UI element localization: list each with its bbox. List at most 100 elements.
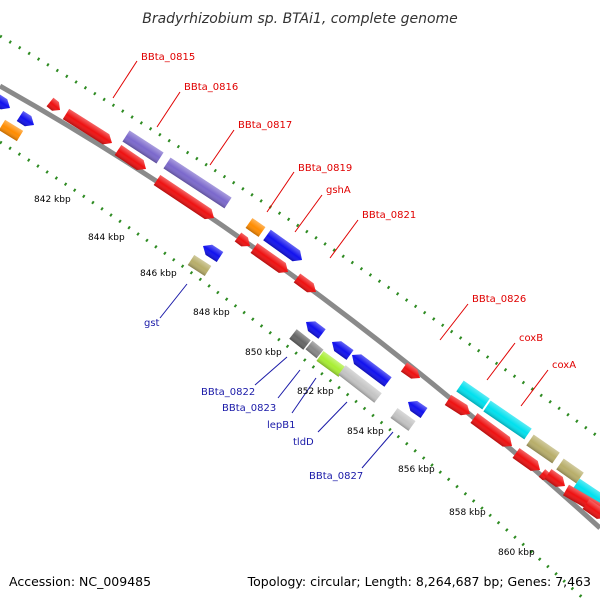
gene-block-shading — [526, 434, 560, 464]
gene-block-shading — [0, 119, 24, 142]
gene-block-bbta-0827-shading — [390, 408, 416, 431]
gene-block-gsha[interactable] — [263, 229, 306, 266]
kbp-tick-labels: 842 kbp 844 kbp 846 kbp 848 kbp 850 kbp … — [34, 195, 535, 558]
gene-block[interactable] — [234, 232, 254, 251]
gene-features — [0, 92, 600, 523]
gene-block-shading — [114, 145, 146, 171]
gene-label-bbta-0817[interactable]: BBta_0817 — [238, 120, 292, 131]
outer-dotted-ruler — [0, 34, 600, 440]
gene-block-tldd[interactable] — [338, 365, 382, 403]
gene-block-shading — [572, 478, 600, 510]
gene-label-coxa[interactable]: coxA — [552, 360, 576, 371]
tick-label-850: 850 kbp — [245, 348, 282, 358]
gene-block[interactable] — [0, 92, 13, 113]
gene-block-shading — [250, 243, 288, 273]
gene-block[interactable] — [302, 317, 326, 339]
gene-label-bbta-0821[interactable]: BBta_0821 — [362, 210, 416, 221]
gene-block-shading — [203, 244, 224, 263]
gene-block-shading — [46, 97, 60, 111]
gene-block-shading — [544, 469, 566, 487]
gene-block-bbta-0822-shading — [289, 329, 311, 350]
gene-block-bbta-0826-shading — [456, 380, 490, 410]
gene-block-shading — [0, 92, 11, 110]
gene-block-shading — [332, 341, 354, 360]
gene-block-coxa[interactable] — [556, 458, 584, 484]
gene-block-bbta-0823[interactable] — [305, 340, 324, 359]
gene-block-lepb1-shading — [316, 351, 346, 377]
gene-label-bbta-0826[interactable]: BBta_0826 — [472, 294, 526, 305]
gene-block-bbta-0821[interactable] — [293, 273, 320, 297]
gene-block-shading — [400, 362, 421, 379]
gene-block-shading — [444, 394, 470, 416]
gene-block-bbta-0816[interactable] — [122, 130, 164, 164]
map-title: Bradyrhizobium sp. BTAi1, complete genom… — [142, 11, 458, 27]
gene-label-bbta-0819[interactable]: BBta_0819 — [298, 163, 352, 174]
gene-block[interactable] — [405, 397, 428, 418]
gene-block-coxb[interactable] — [483, 400, 532, 440]
tick-label-846: 846 kbp — [140, 269, 177, 279]
genome-summary-text: Topology: circular; Length: 8,264,687 bp… — [247, 574, 591, 589]
gene-block[interactable] — [153, 175, 218, 223]
gene-label-bbta-0815[interactable]: BBta_0815 — [141, 52, 195, 63]
gene-block[interactable] — [400, 362, 423, 382]
gene-block[interactable] — [348, 350, 392, 387]
gene-label-gst[interactable]: gst — [144, 318, 160, 329]
gene-block[interactable] — [250, 243, 292, 277]
gene-label-bbta-0827[interactable]: BBta_0827 — [309, 471, 363, 482]
label-leader-lines — [112, 60, 549, 469]
gene-label-bbta-0823[interactable]: BBta_0823 — [222, 403, 276, 414]
gene-block-gst-shading — [187, 254, 212, 277]
tick-label-844: 844 kbp — [88, 233, 125, 243]
gene-block-shading — [352, 354, 392, 387]
gene-block-bbta-0817[interactable] — [163, 157, 232, 209]
gene-block-coxb-shading — [483, 400, 532, 440]
gene-block[interactable] — [444, 394, 473, 419]
gene-block[interactable] — [544, 469, 569, 491]
gene-label-bbta-0816[interactable]: BBta_0816 — [184, 82, 238, 93]
accession-text: Accession: NC_009485 — [9, 574, 151, 589]
gene-block-bbta-0819[interactable] — [245, 218, 266, 237]
tick-label-842: 842 kbp — [34, 195, 71, 205]
gene-block[interactable] — [16, 110, 37, 130]
tick-label-852: 852 kbp — [297, 387, 334, 397]
tick-label-848: 848 kbp — [193, 308, 230, 318]
reverse-gene-labels: gst BBta_0822 BBta_0823 lepB1 tldD BBta_… — [144, 318, 363, 482]
gene-label-tldd[interactable]: tldD — [293, 437, 314, 448]
inner-dotted-ruler — [0, 140, 587, 600]
gene-block[interactable] — [114, 145, 150, 174]
gene-block-bbta-0823-shading — [305, 340, 324, 359]
gene-block[interactable] — [582, 499, 600, 523]
gene-block-gst[interactable] — [187, 254, 212, 277]
gene-block-bbta-0816-shading — [122, 130, 164, 164]
gene-block-bbta-0819-shading — [245, 218, 266, 237]
tick-label-860: 860 kbp — [498, 548, 535, 558]
gene-block-bbta-0822[interactable] — [289, 329, 311, 350]
gene-block-bbta-0826[interactable] — [456, 380, 490, 410]
gene-block[interactable] — [526, 434, 560, 464]
forward-gene-labels: BBta_0815 BBta_0816 BBta_0817 BBta_0819 … — [141, 52, 576, 371]
gene-block-bbta-0815-shading — [62, 108, 112, 145]
gene-block-shading — [153, 175, 215, 220]
gene-label-coxb[interactable]: coxB — [519, 333, 543, 344]
gene-label-bbta-0822[interactable]: BBta_0822 — [201, 387, 255, 398]
gene-block[interactable] — [46, 97, 64, 115]
gene-block-lepb1[interactable] — [316, 351, 346, 377]
gene-label-gsha[interactable]: gshA — [326, 185, 351, 196]
gene-block-shading — [16, 110, 34, 127]
gene-block-bbta-0815[interactable] — [62, 108, 115, 148]
gene-label-lepb1[interactable]: lepB1 — [267, 420, 296, 431]
gene-block-bbta-0821-shading — [293, 273, 316, 293]
gene-block-bbta-0827[interactable] — [390, 408, 416, 431]
gene-block[interactable] — [200, 241, 224, 263]
gene-block[interactable] — [0, 119, 24, 142]
gene-block[interactable] — [470, 413, 515, 451]
gene-block[interactable] — [572, 478, 600, 510]
gene-block[interactable] — [512, 448, 544, 475]
gene-block-shading — [582, 499, 600, 519]
tick-label-854: 854 kbp — [347, 427, 384, 437]
gene-block[interactable] — [328, 337, 354, 360]
gene-block-shading — [306, 321, 326, 339]
gene-block-tldd-shading — [338, 365, 382, 403]
gene-block-coxa-shading — [556, 458, 584, 484]
